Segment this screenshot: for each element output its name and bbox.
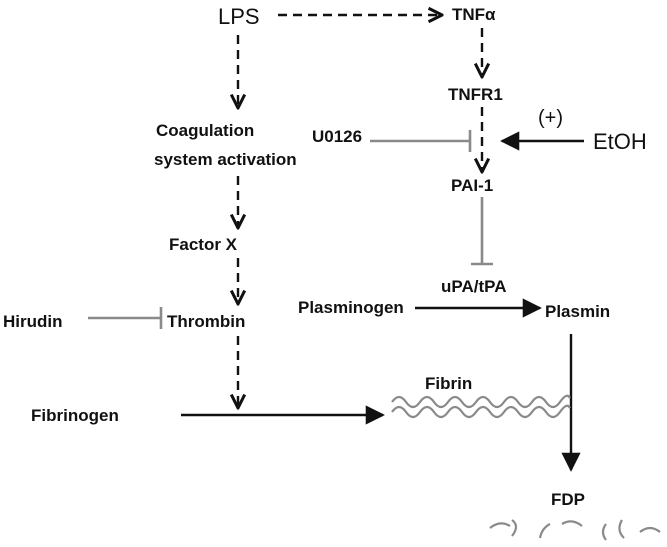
pai1-label: PAI-1	[451, 176, 493, 195]
fibrin-label: Fibrin	[425, 374, 472, 393]
factor-x-label: Factor X	[169, 235, 238, 254]
u0126-label: U0126	[312, 127, 362, 146]
hirudin-inhibition	[88, 307, 163, 329]
fdp-label: FDP	[551, 490, 585, 509]
u0126-inhibition	[370, 130, 472, 152]
coagulation-label-line2: system activation	[154, 150, 297, 169]
fdp-fragments	[489, 519, 661, 541]
tnfr1-label: TNFR1	[448, 85, 503, 104]
thrombin-label: Thrombin	[167, 312, 245, 331]
hirudin-label: Hirudin	[3, 312, 63, 331]
lps-label: LPS	[218, 4, 260, 29]
etoh-label: EtOH	[593, 129, 647, 154]
pai1-inhibition	[471, 197, 493, 266]
fibrinogen-label: Fibrinogen	[31, 406, 119, 425]
plasminogen-label: Plasminogen	[298, 298, 404, 317]
positive-sign-label: (+)	[538, 107, 563, 129]
tnfa-label: TNFα	[452, 5, 496, 24]
fibrin-strands	[391, 394, 571, 419]
coagulation-label-line1: Coagulation	[156, 121, 254, 140]
upa-tpa-label: uPA/tPA	[441, 277, 506, 296]
plasmin-label: Plasmin	[545, 302, 610, 321]
